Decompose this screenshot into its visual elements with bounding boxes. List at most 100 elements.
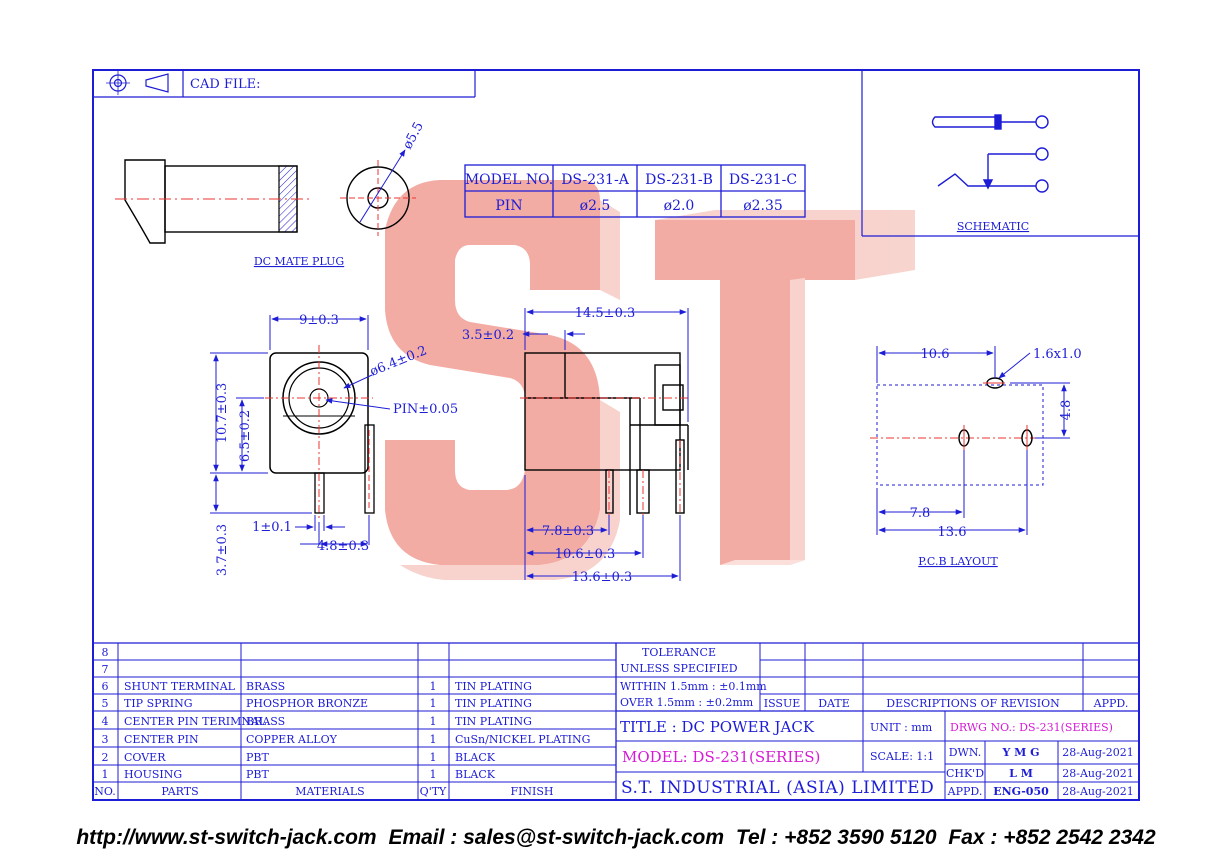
side-p3-dim: 13.6±0.3 <box>572 570 633 585</box>
bom-cell-qty: 1 <box>430 768 437 781</box>
model-row-1: ø2.5 <box>580 198 611 214</box>
bom-cell-material: PHOSPHOR BRONZE <box>246 697 368 710</box>
model-header-2: DS-231-B <box>645 172 713 188</box>
dwn-label: DWN. <box>949 746 982 759</box>
bom-cell-material: BRASS <box>246 680 285 693</box>
bom-cell-finish: TIN PLATING <box>455 715 532 728</box>
pcb-slot-dim: 1.6x1.0 <box>1033 347 1082 362</box>
pcb-layout-view <box>870 377 1050 486</box>
tolerance-over: OVER 1.5mm : ±0.2mm <box>620 696 754 709</box>
revision-appd-header: APPD. <box>1093 697 1129 710</box>
contact-footer: http://www.st-switch-jack.com Email : sa… <box>0 826 1232 850</box>
appd-value: ENG-050 <box>993 785 1049 798</box>
bom-cell-finish: CuSn/NICKEL PLATING <box>455 733 590 746</box>
tolerance-title: TOLERANCE <box>642 646 716 659</box>
telephone: Tel : +852 3590 5120 <box>735 826 937 849</box>
drawing-number: DRWG NO.: DS-231(SERIES) <box>950 721 1113 734</box>
unit-label: UNIT : mm <box>870 721 933 734</box>
cad-file-header: CAD FILE: <box>93 70 476 98</box>
jack-schematic-icon <box>931 114 1049 193</box>
side-p1-dim: 7.8±0.3 <box>542 524 594 539</box>
bom-cell-no: 2 <box>102 751 109 764</box>
bom-cell-finish: TIN PLATING <box>455 680 532 693</box>
pcb-dimensions <box>876 346 1070 535</box>
bom-cell-part: TIP SPRING <box>124 697 193 710</box>
bom-table <box>93 642 1139 800</box>
bom-cell-no: 1 <box>102 768 109 781</box>
model-header-3: DS-231-C <box>729 172 797 188</box>
side-length-dim: 14.5±0.3 <box>575 306 636 321</box>
bom-cell-finish: TIN PLATING <box>455 697 532 710</box>
front-view-dimensions <box>210 315 391 547</box>
bom-header-no: NO. <box>94 785 116 798</box>
tolerance-within: WITHIN 1.5mm : ±0.1mm <box>620 680 767 693</box>
dc-mate-plug-view: ø5.5 DC MATE PLUG <box>115 120 427 268</box>
bom-header-finish: FINISH <box>510 785 553 798</box>
pin-span-dim: 4.8±0.3 <box>317 539 369 554</box>
model-row-3: ø2.35 <box>743 198 783 214</box>
chk-date: 28-Aug-2021 <box>1062 767 1134 780</box>
drawing-title: TITLE : DC POWER JACK <box>620 718 815 736</box>
pin-width-dim: 1±0.1 <box>252 520 292 535</box>
projection-symbol-icon <box>106 71 169 95</box>
bom-cell-part: SHUNT TERMINAL <box>124 680 236 693</box>
front-center-height-dim: 6.5±0.2 <box>238 410 253 462</box>
bom-cell-finish: BLACK <box>455 751 496 764</box>
st-watermark <box>385 180 915 580</box>
bom-cell-qty: 1 <box>430 715 437 728</box>
chk-label: CHK'D <box>946 767 984 780</box>
appd-date: 28-Aug-2021 <box>1062 785 1134 798</box>
pin-length-dim: 3.7±0.3 <box>215 524 230 576</box>
title-block-grid <box>616 643 1139 800</box>
revision-issue-header: ISSUE <box>764 697 801 710</box>
pcb-d1-dim: 10.6 <box>921 347 950 362</box>
bom-cell-no: 4 <box>102 715 109 728</box>
bom-cell-no: 3 <box>102 733 109 746</box>
bom-cell-qty: 1 <box>430 680 437 693</box>
pcb-h-dim: 4.8 <box>1059 400 1074 421</box>
bom-cell-qty: 1 <box>430 697 437 710</box>
revision-desc-header: DESCRIPTIONS OF REVISION <box>886 697 1060 710</box>
model-row-2: ø2.0 <box>664 198 695 214</box>
pcb-d2-dim: 7.8 <box>910 506 931 521</box>
bom-header-qty: Q'TY <box>420 785 447 798</box>
bom-cell-part: CENTER PIN TERIMNAL <box>124 715 267 728</box>
scale-label: SCALE: 1:1 <box>870 750 934 763</box>
bom-cell-part: CENTER PIN <box>124 733 199 746</box>
pcb-layout-label: P.C.B LAYOUT <box>918 555 998 568</box>
front-view <box>265 345 375 520</box>
bom-cell-finish: BLACK <box>455 768 496 781</box>
chk-value: L M <box>1009 767 1033 780</box>
cad-file-label: CAD FILE: <box>190 77 261 92</box>
bom-cell-part: COVER <box>124 751 166 764</box>
model-row-0: PIN <box>495 198 522 214</box>
front-height-dim: 10.7±0.3 <box>215 383 230 444</box>
company-name: S.T. INDUSTRIAL (ASIA) LIMITED <box>621 778 934 798</box>
side-p2-dim: 10.6±0.3 <box>555 547 616 562</box>
revision-date-header: DATE <box>818 697 850 710</box>
model-label: MODEL: DS-231(SERIES) <box>622 748 820 766</box>
front-width-dim: 9±0.3 <box>299 313 339 328</box>
bom-cell-no: 7 <box>102 663 109 676</box>
bom-cell-material: COPPER ALLOY <box>246 733 338 746</box>
model-header-1: DS-231-A <box>561 172 630 188</box>
fax: Fax : +852 2542 2342 <box>948 826 1156 849</box>
plug-diameter: ø5.5 <box>400 120 427 152</box>
bom-cell-part: HOUSING <box>124 768 182 781</box>
model-header-0: MODEL NO. <box>465 172 553 188</box>
bom-cell-material: BRASS <box>246 715 285 728</box>
pcb-d3-dim: 13.6 <box>938 525 967 540</box>
bom-cell-no: 6 <box>102 680 109 693</box>
website-link[interactable]: http://www.st-switch-jack.com <box>76 826 377 849</box>
bom-cell-no: 5 <box>102 697 109 710</box>
email-link[interactable]: Email : sales@st-switch-jack.com <box>388 826 725 849</box>
bom-cell-material: PBT <box>246 768 269 781</box>
bom-cell-qty: 1 <box>430 751 437 764</box>
schematic-panel: SCHEMATIC <box>861 70 1139 237</box>
side-view-centerlines <box>520 397 690 520</box>
tolerance-subtitle: UNLESS SPECIFIED <box>620 662 737 675</box>
bom-header-parts: PARTS <box>161 785 198 798</box>
dwn-date: 28-Aug-2021 <box>1062 746 1134 759</box>
